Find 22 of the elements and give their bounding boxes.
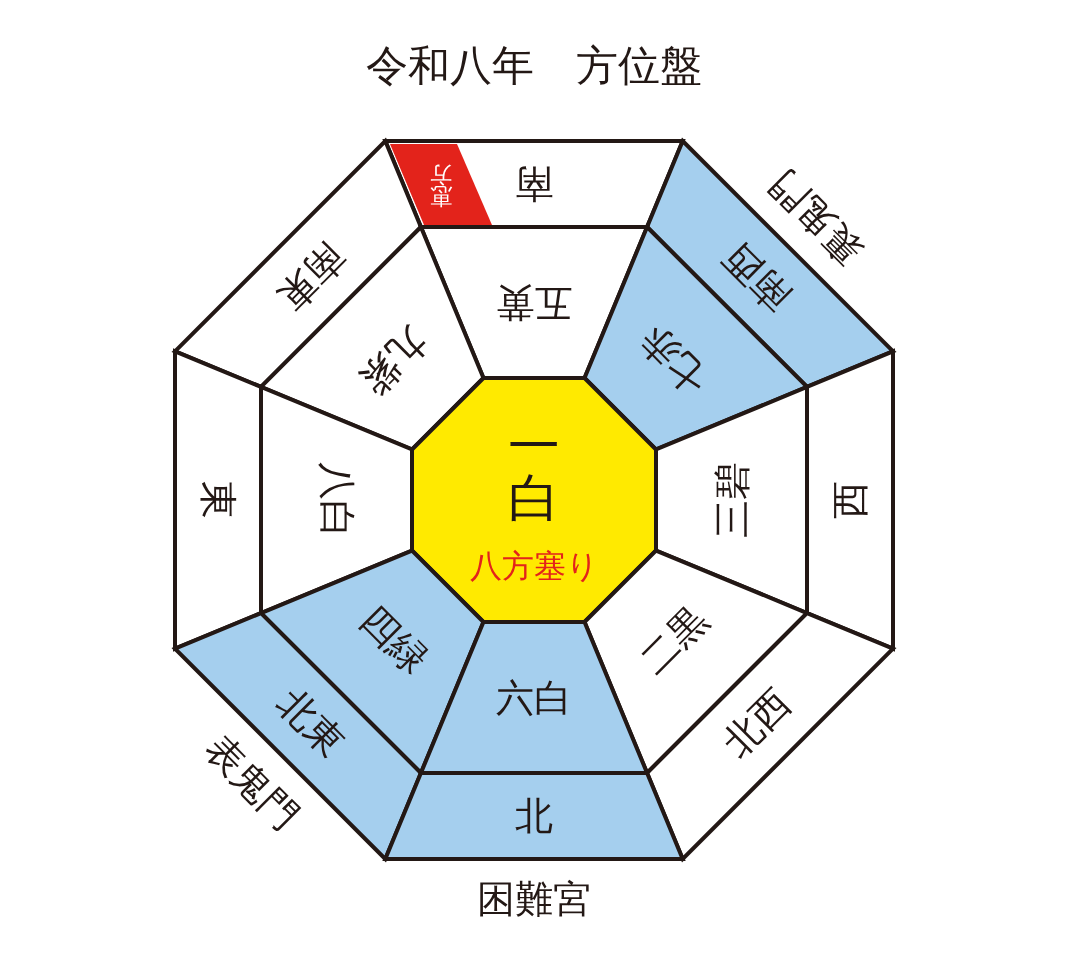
star-label: 五黄 (496, 283, 572, 322)
direction-label: 南西 (717, 236, 798, 317)
star-label: 二黒 (633, 599, 714, 680)
direction-label: 東 (199, 481, 237, 519)
direction-label: 南 (515, 165, 553, 203)
side-label: 困難宮 (477, 880, 591, 918)
title: 令和八年 方位盤 (366, 45, 702, 87)
direction-label: 北西 (717, 683, 798, 764)
direction-label: 南東 (270, 236, 351, 317)
star-label: 七赤 (633, 320, 714, 401)
warning-label: 八方塞り (469, 550, 599, 582)
star-label: 八白 (317, 462, 356, 538)
tag-label: 恵方 (430, 163, 452, 207)
star-label: 一白 (508, 420, 560, 524)
star-label: 九紫 (354, 320, 435, 401)
star-label: 六白 (496, 678, 572, 717)
star-label: 四緑 (354, 599, 435, 680)
direction-label: 北東 (270, 683, 351, 764)
tag-badge (390, 144, 492, 225)
direction-label: 北 (515, 797, 553, 835)
direction-label: 西 (831, 481, 869, 519)
star-label: 三碧 (712, 462, 751, 538)
